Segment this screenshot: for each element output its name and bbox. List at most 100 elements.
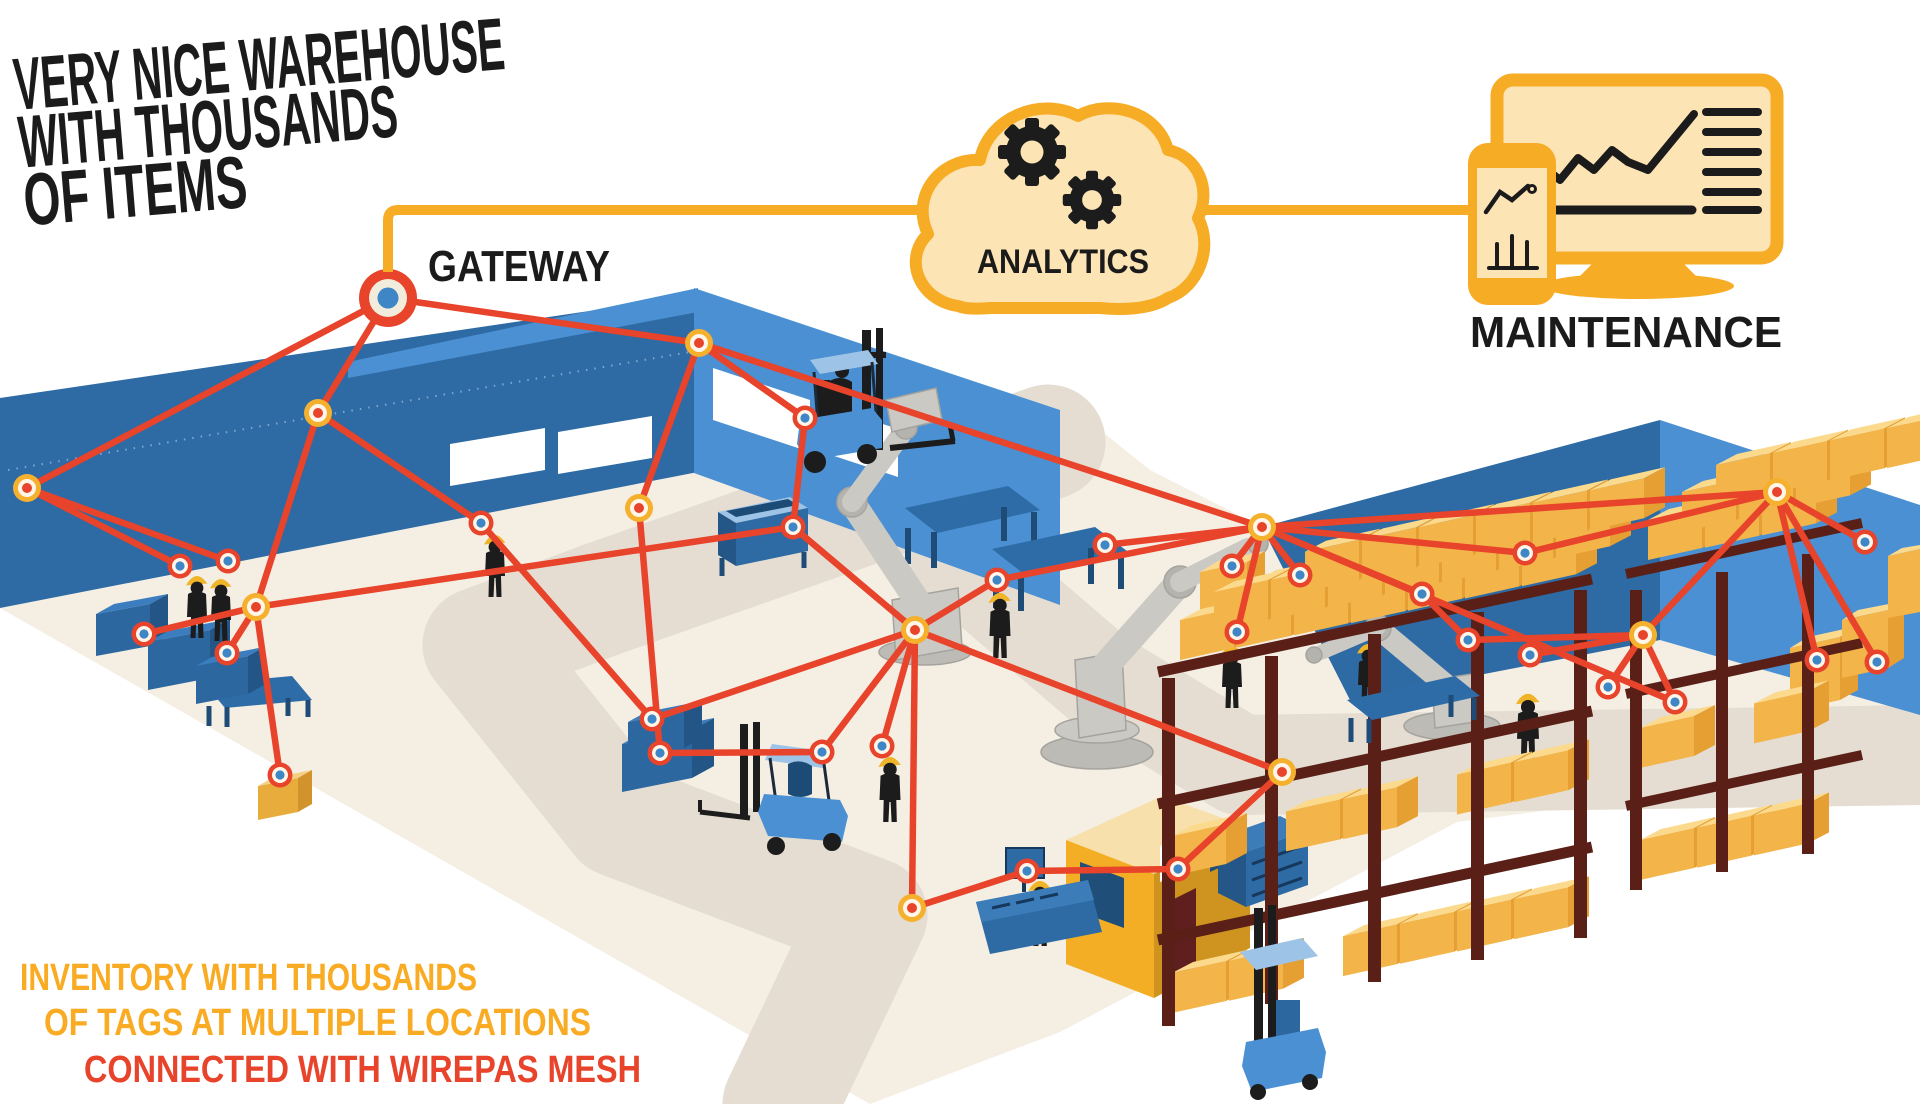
mesh-tag-node-d3 [1287,562,1313,588]
mesh-tag-node-a9 [468,510,494,536]
mesh-link-c7-c8 [1023,865,1182,875]
mesh-link-e8-e9 [1773,488,1821,664]
gear-icon [998,118,1066,186]
mesh-tag-node-d4 [1224,619,1250,645]
mesh-link-b3-b4 [789,414,809,531]
mesh-link-d1-e8 [1258,488,1781,531]
mesh-link-e8-e3 [1521,488,1781,557]
mesh-tag-node-c1 [984,567,1010,593]
mesh-tag-node-e2 [1455,627,1481,653]
caption-line-3: CONNECTED WITH WIREPAS MESH [84,1049,641,1091]
left-wall-face [0,295,698,608]
mesh-tag-node-a5 [242,593,270,621]
svg-text:OF ITEMS: OF ITEMS [20,140,250,241]
mesh-link-e6-e4 [1526,631,1647,659]
mesh-tag-node-a7 [214,640,240,666]
mesh-tag-node-b2 [625,494,653,522]
mesh-link-d1-d4 [1233,523,1266,636]
table [1347,676,1480,743]
monitor-icon [1490,73,1784,299]
mesh-tag-node-a3 [167,553,193,579]
mesh-link-gw-a2 [23,294,392,492]
mesh-link-a5-a6 [140,603,260,638]
mesh-link-c6-c7 [908,867,1031,912]
mesh-link-b1-b2 [635,339,703,512]
mesh-tag-node-a4 [215,548,241,574]
mesh-nodes [13,269,1890,922]
analytics-cloud: ANALYTICS [909,102,1211,315]
control-desk [976,847,1102,954]
left-wall-roof-band [348,288,698,378]
mesh-tag-node-e8 [1763,478,1791,506]
gateway-to-cloud-connector [383,205,1470,272]
mesh-link-h1-c4 [648,626,919,723]
mesh-link-c9-c8 [1174,768,1286,873]
mesh-tag-node-e1 [1409,581,1435,607]
forklift [797,328,956,473]
mesh-link-h1-c3 [818,626,919,756]
mesh-link-h1-c6 [908,626,919,912]
gateway-node [359,269,417,327]
caption-line-2: OF TAGS AT MULTIPLE LOCATIONS [44,1002,591,1044]
mesh-tag-node-e3 [1512,540,1538,566]
mesh-link-d1-c1 [993,523,1266,584]
mesh-tag-node-d5 [1092,532,1118,558]
mesh-tag-node-c3 [809,739,835,765]
mesh-link-h1-c2 [878,626,919,750]
mesh-links [23,294,1881,912]
table [905,486,1040,568]
mesh-link-a2-a3 [23,484,184,570]
mesh-tag-node-e6 [1629,621,1657,649]
mesh-link-d1-e3 [1258,523,1529,557]
mesh-tag-node-c6 [898,894,926,922]
mesh-tag-node-e9 [1804,647,1830,673]
mesh-link-e8-e11 [1773,488,1869,546]
mesh-tag-node-a1 [304,399,332,427]
blue-crates [96,594,264,704]
mesh-tag-node-e5 [1595,674,1621,700]
mesh-link-a9-c4 [477,519,656,723]
gear-icon [1062,170,1122,230]
mesh-link-h1-c1 [911,576,1001,634]
caption-line-1: INVENTORY WITH THOUSANDS [20,957,477,999]
mesh-link-a1-a9 [314,409,485,527]
mesh-tag-node-b4 [780,514,806,540]
mesh-link-b1-d1 [695,339,1266,531]
mesh-tag-node-d1 [1248,513,1276,541]
mesh-tag-node-c9 [1268,758,1296,786]
gateway-label: GATEWAY [428,242,610,291]
mesh-link-a2-a4 [23,484,232,565]
mesh-link-d1-d5 [1101,523,1266,549]
mesh-tag-node-c5 [647,740,673,766]
mesh-tag-node-c8 [1165,856,1191,882]
mesh-link-gw-b1 [384,294,703,347]
mesh-link-e8-e6 [1639,488,1781,639]
mesh-link-c5-c3 [656,748,826,757]
mesh-tag-node-e10 [1864,649,1890,675]
mesh-tag-node-c4 [639,706,665,732]
maintenance-station: MAINTENANCE [1468,73,1784,357]
mesh-link-e8-e10 [1773,488,1881,666]
mesh-tag-node-a2 [13,474,41,502]
mesh-tag-node-e7 [1662,689,1688,715]
mesh-link-a1-a5 [252,409,322,611]
mesh-tag-node-b3 [792,405,818,431]
mesh-tag-node-c2 [869,733,895,759]
analytics-label: ANALYTICS [977,243,1149,281]
caption: INVENTORY WITH THOUSANDS OF TAGS AT MULT… [20,957,641,1091]
maintenance-label: MAINTENANCE [1470,308,1782,357]
mesh-tag-node-a6 [131,621,157,647]
mesh-link-b4-h1 [789,523,919,634]
mesh-tag-node-b1 [685,329,713,357]
mesh-tag-node-d2 [1219,553,1245,579]
mesh-link-h1-c9 [911,626,1286,776]
forklift [698,722,848,855]
mesh-tag-node-c7 [1014,858,1040,884]
mesh-tag-node-a8 [267,762,293,788]
mesh-link-e6-e2 [1464,631,1647,644]
reach-truck-forklift [1240,905,1326,1100]
mesh-link-d1-e7 [1258,523,1679,706]
cloud-icon [909,102,1211,315]
